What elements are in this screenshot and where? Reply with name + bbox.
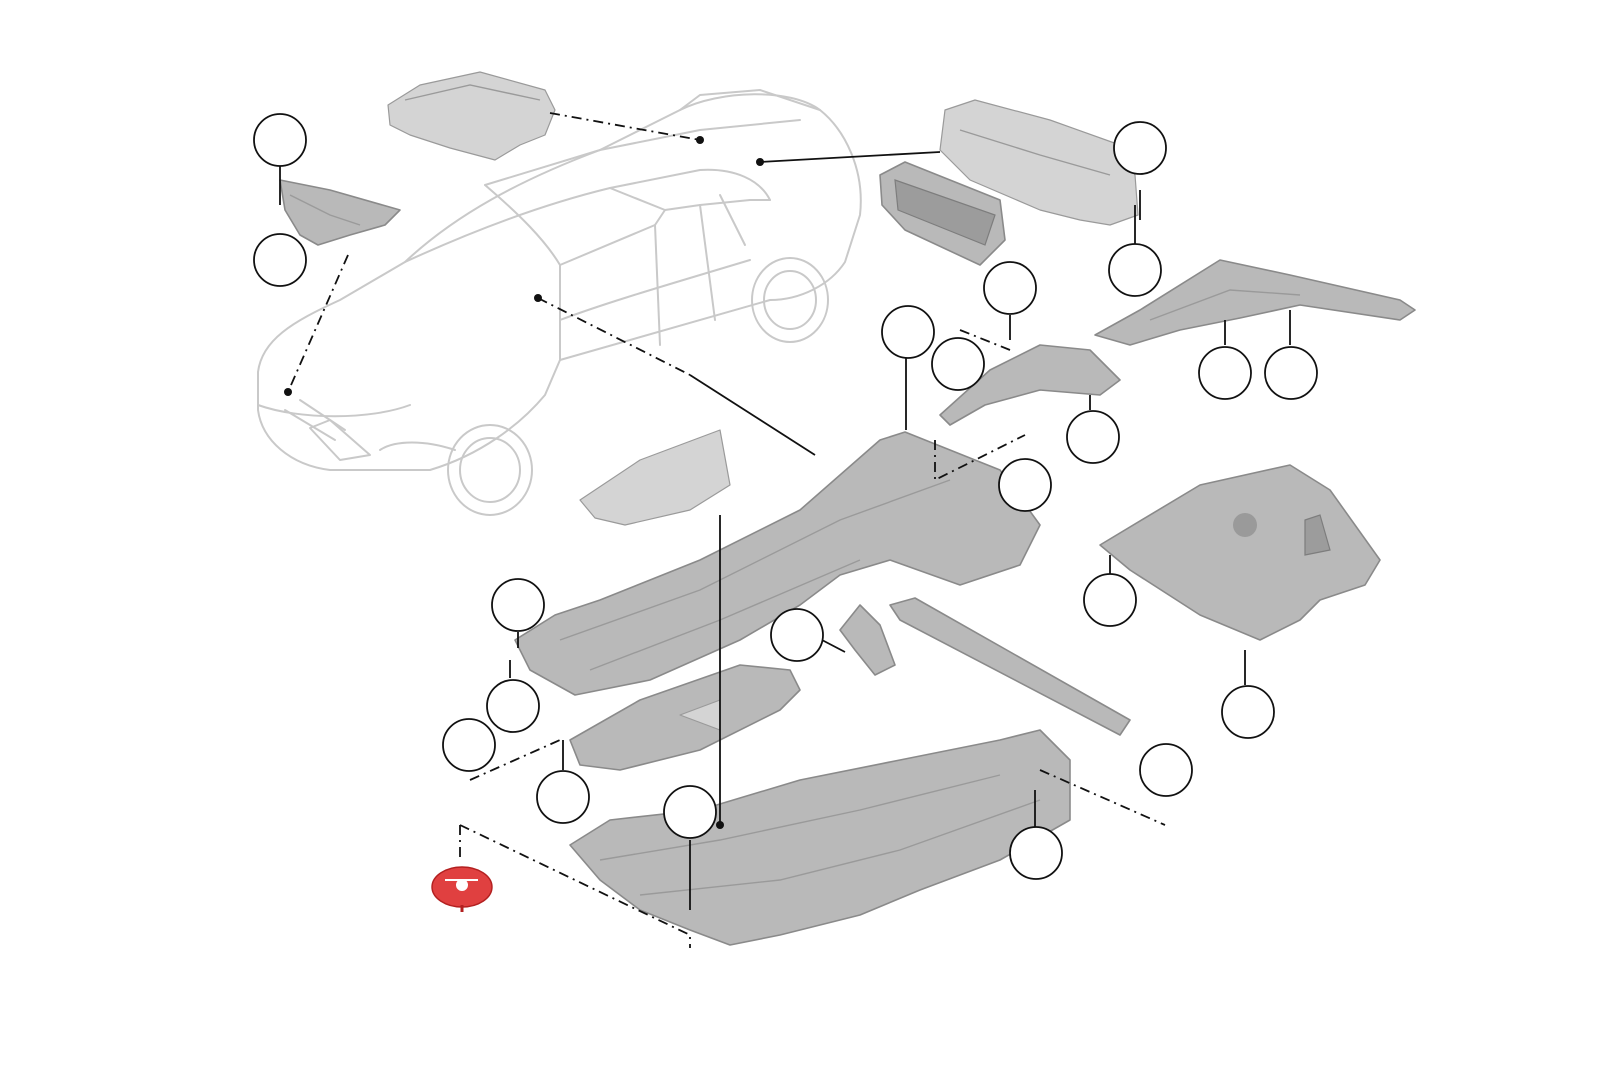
part-cross-brace <box>889 597 1131 736</box>
callout-circle <box>253 113 307 167</box>
callout-circle <box>1221 685 1275 739</box>
part-tunnel-cover <box>579 429 731 526</box>
callout-circle <box>1066 410 1120 464</box>
part-center-underbody-panel <box>514 431 1041 696</box>
part-front-air-duct <box>279 179 401 246</box>
part-front-underbody-panel <box>1099 464 1381 641</box>
callouts <box>253 113 1318 880</box>
part-exhaust-heat-shield <box>939 344 1121 426</box>
callout-circle <box>1009 826 1063 880</box>
callout-circle <box>881 305 935 359</box>
callout-circle <box>253 233 307 287</box>
callout-circle <box>770 608 824 662</box>
callout-circle <box>1139 743 1193 797</box>
callout-circle <box>1108 243 1162 297</box>
callout-circle <box>442 718 496 772</box>
part-bracket <box>839 604 896 676</box>
callout-circle <box>931 337 985 391</box>
expanding-rivet-highlight <box>431 866 493 912</box>
callout-circle <box>1264 346 1318 400</box>
callout-circle <box>491 578 545 632</box>
parts <box>279 71 1416 946</box>
callout-circle <box>1198 346 1252 400</box>
part-rear-heat-shield <box>939 99 1139 226</box>
callout-circle <box>1113 121 1167 175</box>
callout-circle <box>663 785 717 839</box>
callout-circle <box>998 458 1052 512</box>
callout-circle <box>1083 573 1137 627</box>
part-tunnel-heat-shield <box>1094 259 1416 346</box>
callout-circle <box>983 261 1037 315</box>
callout-circle <box>486 679 540 733</box>
leader-lines <box>279 112 1291 948</box>
car-outline <box>257 89 862 516</box>
callout-circle <box>536 770 590 824</box>
